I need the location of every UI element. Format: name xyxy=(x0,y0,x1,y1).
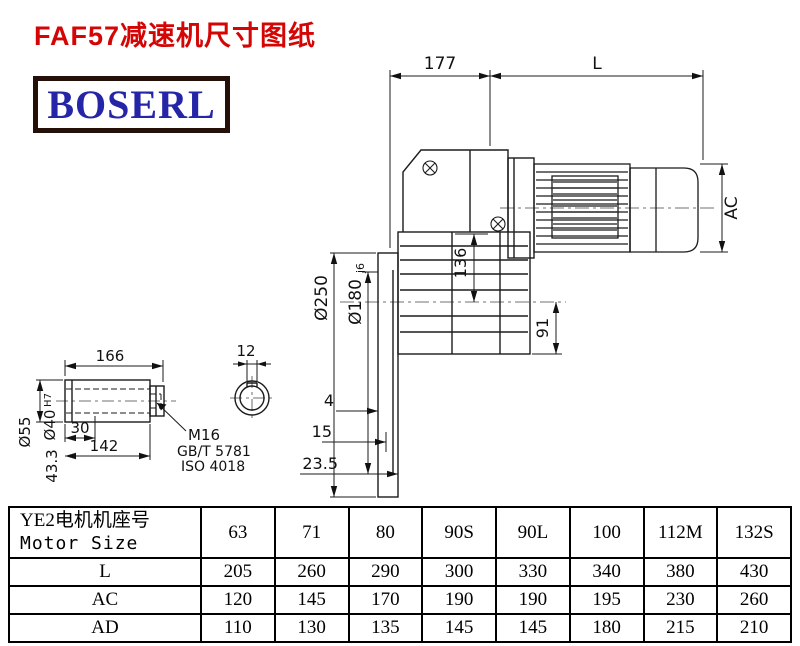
table-header-row: YE2电机机座号 Motor Size 63 71 80 90S 90L 100… xyxy=(8,506,792,559)
centerlines xyxy=(340,207,716,303)
row-label-L: L xyxy=(8,557,202,587)
dim-43-3: 43.3 xyxy=(43,449,61,482)
cell-L-90L: 330 xyxy=(495,557,571,587)
main-dim-labels: 177 L AC Ø250 Ø180 j6 136 91 4 15 23.5 xyxy=(302,54,742,473)
cell-AD-63: 110 xyxy=(200,613,276,643)
cell-AC-90L: 190 xyxy=(495,585,571,615)
main-view: 177 L AC Ø250 Ø180 j6 136 91 4 15 23.5 xyxy=(300,54,742,498)
cell-L-132S: 430 xyxy=(716,557,792,587)
dim-30: 30 xyxy=(70,419,89,437)
shaft-centerlines xyxy=(56,376,274,421)
standard-gb: GB/T 5781 xyxy=(177,444,251,460)
col-header-90S: 90S xyxy=(421,506,497,559)
dim-spigot-tolerance: j6 xyxy=(354,263,367,274)
dim-177: 177 xyxy=(424,54,456,74)
cell-AC-80: 170 xyxy=(347,585,424,615)
cell-AC-71: 145 xyxy=(273,585,350,615)
cell-AC-90S: 190 xyxy=(421,585,497,615)
main-dim-arrows xyxy=(330,72,726,497)
page-title: FAF57减速机尺寸图纸 xyxy=(34,21,317,51)
motor-size-header: YE2电机机座号 Motor Size xyxy=(8,506,202,559)
cell-L-90S: 300 xyxy=(421,557,497,587)
dim-flange-dia: Ø250 xyxy=(312,275,332,321)
cell-L-112M: 380 xyxy=(642,557,719,587)
shaft-outline xyxy=(64,379,270,423)
motor-size-header-cn: YE2电机机座号 xyxy=(20,510,150,532)
main-dim-lines xyxy=(300,70,728,498)
dim-4: 4 xyxy=(324,391,334,410)
col-header-90L: 90L xyxy=(495,506,571,559)
dim-12: 12 xyxy=(236,342,255,360)
cell-AD-90S: 145 xyxy=(421,613,497,643)
cell-L-71: 260 xyxy=(273,557,350,587)
col-header-80: 80 xyxy=(347,506,424,559)
col-header-112M: 112M xyxy=(642,506,719,559)
logo-text: BOSERL xyxy=(47,81,216,127)
motor-outline xyxy=(533,163,699,253)
col-header-71: 71 xyxy=(273,506,350,559)
cell-L-100: 340 xyxy=(568,557,645,587)
row-label-AC: AC xyxy=(8,585,202,615)
cell-L-80: 290 xyxy=(347,557,424,587)
cell-AD-80: 135 xyxy=(347,613,424,643)
shaft-dim-labels: 166 30 142 Ø55 Ø40 H7 43.3 12 M16 GB/T 5… xyxy=(16,342,256,483)
cell-AD-71: 130 xyxy=(273,613,350,643)
standard-iso: ISO 4018 xyxy=(181,459,245,475)
cell-AC-132S: 260 xyxy=(716,585,792,615)
dim-15: 15 xyxy=(312,422,332,441)
cell-AC-63: 120 xyxy=(200,585,276,615)
cell-AC-112M: 230 xyxy=(642,585,719,615)
cell-AD-100: 180 xyxy=(568,613,645,643)
col-header-100: 100 xyxy=(568,506,645,559)
dim-91: 91 xyxy=(533,318,552,338)
table-row-AD: AD 110 130 135 145 145 180 215 210 xyxy=(8,613,792,643)
dim-23-5: 23.5 xyxy=(302,454,338,473)
dim-L: L xyxy=(592,54,602,74)
dim-AC: AC xyxy=(722,196,742,219)
motor-size-header-en: Motor Size xyxy=(20,533,139,555)
gearbox-outline xyxy=(377,149,535,498)
dim-166: 166 xyxy=(96,347,125,365)
bolt-symbols xyxy=(422,160,506,232)
cell-AC-100: 195 xyxy=(568,585,645,615)
shaft-detail-view: 166 30 142 Ø55 Ø40 H7 43.3 12 M16 GB/T 5… xyxy=(16,342,274,483)
cell-AD-132S: 210 xyxy=(716,613,792,643)
dim-136: 136 xyxy=(451,248,470,279)
cell-L-63: 205 xyxy=(200,557,276,587)
dim-spigot-dia: Ø180 xyxy=(346,279,366,325)
shaft-dim-arrows xyxy=(36,361,266,460)
col-header-132S: 132S xyxy=(716,506,792,559)
table-row-AC: AC 120 145 170 190 190 195 230 260 xyxy=(8,585,792,615)
technical-drawing: 177 L AC Ø250 Ø180 j6 136 91 4 15 23.5 xyxy=(16,54,742,498)
dim-142: 142 xyxy=(90,437,119,455)
dim-outer-dia: Ø55 xyxy=(16,417,34,448)
dimension-table: YE2电机机座号 Motor Size 63 71 80 90S 90L 100… xyxy=(8,506,792,643)
table-row-L: L 205 260 290 300 330 340 380 430 xyxy=(8,557,792,587)
dim-bore-dia: Ø40 xyxy=(41,410,59,441)
thread-callout: M16 xyxy=(188,426,220,444)
col-header-63: 63 xyxy=(200,506,276,559)
cell-AD-112M: 215 xyxy=(642,613,719,643)
row-label-AD: AD xyxy=(8,613,202,643)
cell-AD-90L: 145 xyxy=(495,613,571,643)
boserl-logo: BOSERL xyxy=(33,76,230,133)
dim-bore-tolerance: H7 xyxy=(43,393,54,407)
